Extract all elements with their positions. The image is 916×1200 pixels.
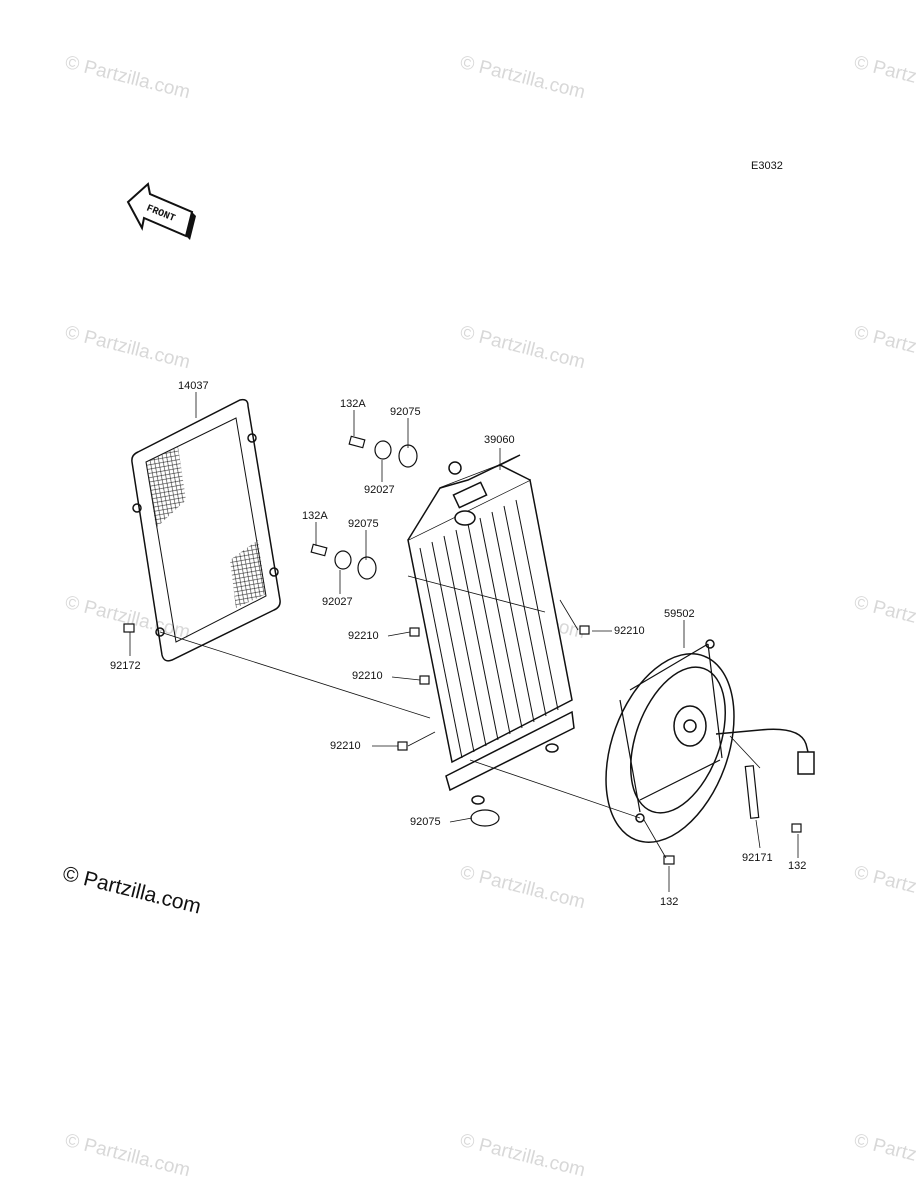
part-label-collar: 92075 [410,816,441,828]
part-label-guard: 14037 [178,380,209,392]
part-label-radiator: 39060 [484,434,515,446]
front-arrow: FRONT [126,182,196,240]
part-label-nut: 92210 [352,670,383,682]
part-label-nut: 92210 [330,740,361,752]
part-label-bolt: 132 [660,896,679,908]
leader-lines [129,392,799,892]
fan-assembly [605,639,815,843]
part-label-fan: 59502 [664,608,695,620]
part-label-collar: 92075 [348,518,379,530]
part-label-bolt: 132 [788,860,807,872]
part-label-band: 92171 [742,852,773,864]
radiator-guard [131,398,281,662]
radiator [407,454,575,805]
part-label-collar: 92075 [390,406,421,418]
part-label-bolt: 132A [302,510,328,522]
part-label-collar: 92027 [322,596,353,608]
diagram-code: E3032 [751,160,783,172]
part-label-bolt: 132A [340,398,366,410]
part-label-nut: 92210 [348,630,379,642]
hardware [123,435,802,865]
part-label-nut: 92210 [614,625,645,637]
part-label-collar: 92027 [364,484,395,496]
part-label-bolt: 92172 [110,660,141,672]
